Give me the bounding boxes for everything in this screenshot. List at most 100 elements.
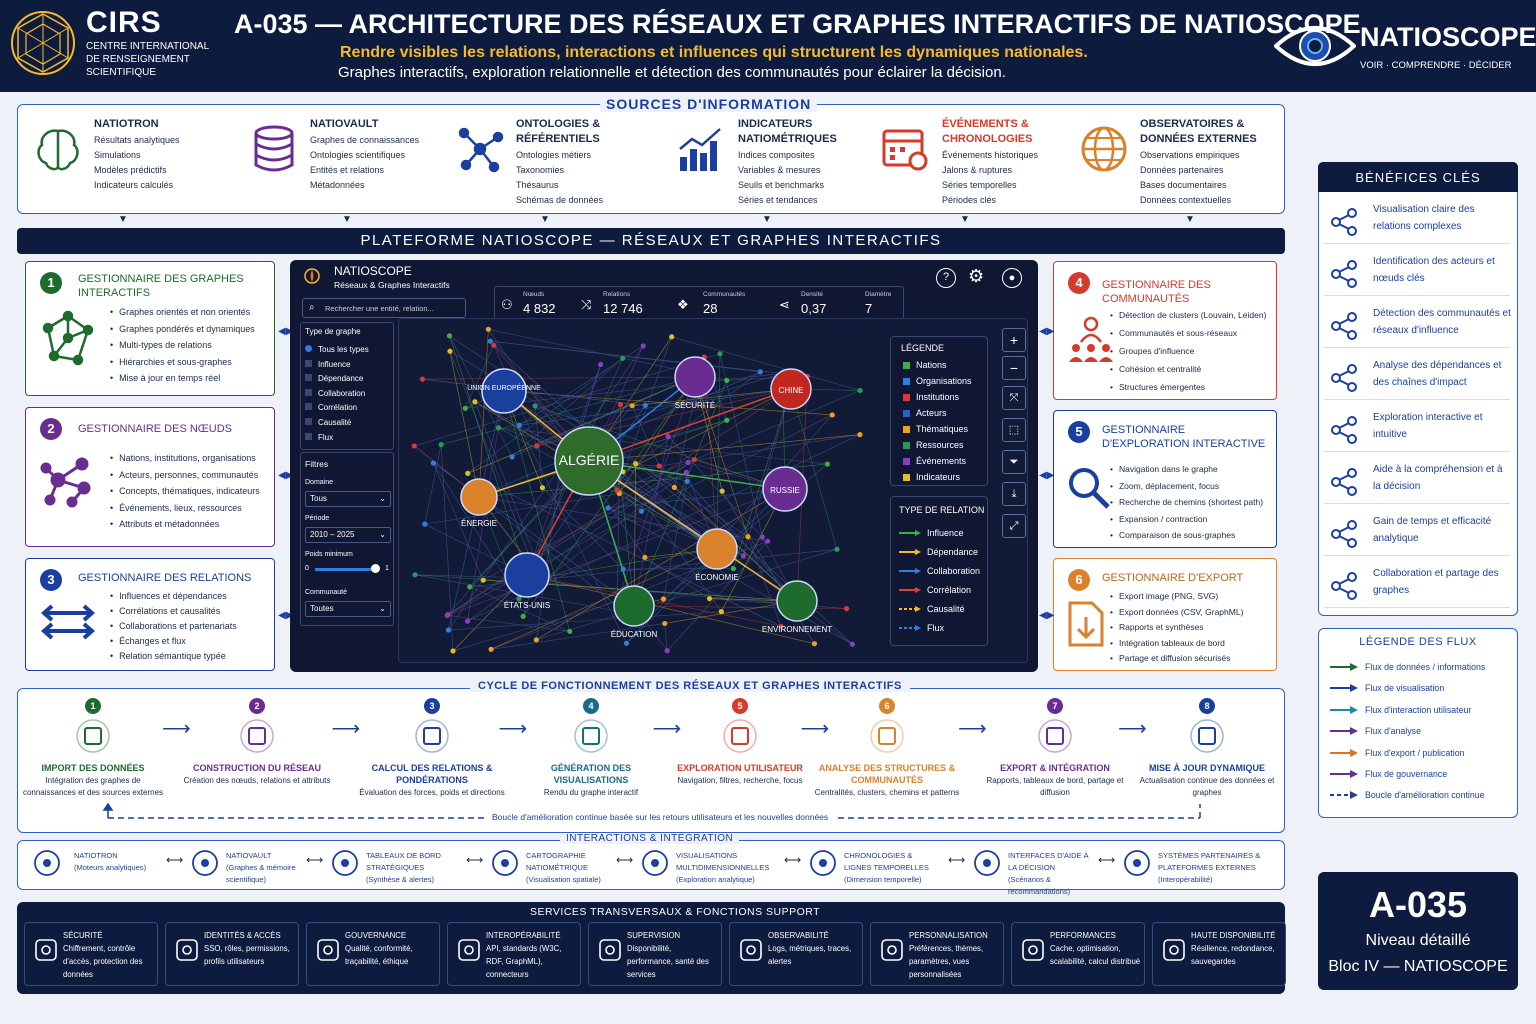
user-icon[interactable]: ● <box>1002 268 1022 288</box>
graph-small-node[interactable] <box>411 443 417 449</box>
graph-small-node[interactable] <box>447 348 453 354</box>
graph-small-node[interactable] <box>849 641 855 647</box>
graph-small-node[interactable] <box>620 355 626 361</box>
graph-small-node[interactable] <box>691 456 697 463</box>
graph-small-node[interactable] <box>706 595 713 602</box>
graph-small-node[interactable] <box>430 460 436 466</box>
graph-small-node[interactable] <box>465 470 471 476</box>
graph-small-node[interactable] <box>534 443 540 449</box>
graph-small-node[interactable] <box>419 376 426 382</box>
graph-small-node[interactable] <box>567 628 573 634</box>
graph-hub-node[interactable]: ÉTATS-UNIS <box>504 552 550 610</box>
graph-small-node[interactable] <box>834 546 840 552</box>
graph-small-node[interactable] <box>684 478 690 485</box>
graph-small-node[interactable] <box>633 461 639 467</box>
graph-small-node[interactable] <box>516 596 522 602</box>
graph-type-option[interactable]: Collaboration <box>305 389 365 398</box>
graph-hub-node[interactable]: SÉCURITÉ <box>674 356 716 410</box>
weight-slider[interactable] <box>315 568 377 571</box>
graph-small-node[interactable] <box>487 338 493 344</box>
graph-small-node[interactable] <box>662 620 668 627</box>
graph-small-node[interactable] <box>765 538 771 544</box>
graph-small-node[interactable] <box>656 463 662 469</box>
graph-small-node[interactable] <box>740 553 746 559</box>
graph-small-node[interactable] <box>520 613 526 619</box>
graph-hub-node[interactable]: UNION EUROPÉENNE <box>467 368 541 414</box>
graph-small-node[interactable] <box>718 609 724 615</box>
graph-small-node[interactable] <box>464 618 471 624</box>
graph-small-node[interactable] <box>665 433 671 439</box>
graph-small-node[interactable] <box>467 584 473 590</box>
graph-small-node[interactable] <box>683 469 689 475</box>
graph-small-node[interactable] <box>638 508 645 514</box>
graph-small-node[interactable] <box>605 505 611 511</box>
graph-type-option[interactable]: Influence <box>305 360 350 369</box>
graph-small-node[interactable] <box>480 577 486 583</box>
download-icon[interactable]: ⤓ <box>1002 482 1026 506</box>
graph-small-node[interactable] <box>857 432 863 438</box>
fit-view-icon[interactable]: ⤧ <box>1002 386 1026 410</box>
graph-small-node[interactable] <box>719 488 725 494</box>
graph-small-node[interactable] <box>614 487 620 493</box>
graph-small-node[interactable] <box>597 361 604 368</box>
graph-small-node[interactable] <box>623 640 630 646</box>
graph-small-node[interactable] <box>450 648 456 654</box>
graph-small-node[interactable] <box>759 534 765 540</box>
graph-type-option[interactable]: Causalité <box>305 418 351 427</box>
graph-small-node[interactable] <box>730 566 736 572</box>
graph-small-node[interactable] <box>642 402 648 409</box>
graph-small-node[interactable] <box>485 326 491 332</box>
search-input[interactable]: ⌕ Rechercher une entité, relation... <box>302 298 466 318</box>
zoom-in-button[interactable]: + <box>1002 328 1026 352</box>
graph-small-node[interactable] <box>422 521 428 527</box>
graph-type-option[interactable]: Corrélation <box>305 403 357 412</box>
graph-small-node[interactable] <box>516 422 522 428</box>
graph-small-node[interactable] <box>532 403 538 409</box>
graph-type-option[interactable]: Flux <box>305 433 333 442</box>
graph-small-node[interactable] <box>778 623 784 629</box>
graph-small-node[interactable] <box>664 648 670 654</box>
graph-small-node[interactable] <box>629 403 635 409</box>
domain-select[interactable]: Tous⌄ <box>305 491 391 507</box>
graph-hub-node[interactable]: ÉDUCATION <box>611 585 658 639</box>
graph-small-node[interactable] <box>685 459 691 466</box>
graph-hub-node[interactable]: ÉCONOMIE <box>695 528 739 582</box>
fullscreen-icon[interactable]: ⤢ <box>1002 514 1026 538</box>
graph-small-node[interactable] <box>539 485 545 491</box>
graph-small-node[interactable] <box>444 612 450 618</box>
graph-small-node[interactable] <box>824 461 830 467</box>
graph-small-node[interactable] <box>446 333 453 339</box>
graph-hub-node[interactable]: ENVIRONNEMENT <box>762 580 832 634</box>
period-select[interactable]: 2010 – 2025⌄ <box>305 527 391 543</box>
graph-small-node[interactable] <box>495 425 502 431</box>
graph-small-node[interactable] <box>462 405 468 411</box>
graph-small-node[interactable] <box>669 334 675 340</box>
graph-small-node[interactable] <box>671 484 677 490</box>
graph-small-node[interactable] <box>472 399 478 405</box>
help-icon[interactable]: ? <box>936 268 956 288</box>
graph-small-node[interactable] <box>717 351 723 357</box>
graph-small-node[interactable] <box>757 369 763 375</box>
graph-small-node[interactable] <box>642 554 648 561</box>
graph-small-node[interactable] <box>724 417 730 423</box>
graph-small-node[interactable] <box>620 566 626 572</box>
filter-funnel-icon[interactable]: ⏷ <box>1002 450 1026 474</box>
graph-small-node[interactable] <box>491 342 497 348</box>
graph-small-node[interactable] <box>533 637 539 643</box>
graph-small-node[interactable] <box>844 606 850 612</box>
graph-small-node[interactable] <box>811 641 818 647</box>
select-area-icon[interactable]: ⬚ <box>1002 418 1026 442</box>
graph-small-node[interactable] <box>617 401 624 408</box>
graph-hub-node[interactable]: ALGÉRIE <box>554 426 624 496</box>
zoom-out-button[interactable]: − <box>1002 356 1026 380</box>
graph-small-node[interactable] <box>640 343 646 349</box>
community-select[interactable]: Toutes⌄ <box>305 601 391 617</box>
graph-hub-node[interactable]: ÉNERGIE <box>460 478 498 528</box>
graph-hub-node[interactable]: CHINE <box>770 368 812 410</box>
graph-small-node[interactable] <box>829 412 835 418</box>
graph-hub-node[interactable]: RUSSIE <box>762 466 808 512</box>
graph-small-node[interactable] <box>660 596 667 602</box>
gear-icon[interactable]: ⚙ <box>968 266 985 286</box>
graph-small-node[interactable] <box>488 646 494 652</box>
graph-small-node[interactable] <box>724 377 730 383</box>
